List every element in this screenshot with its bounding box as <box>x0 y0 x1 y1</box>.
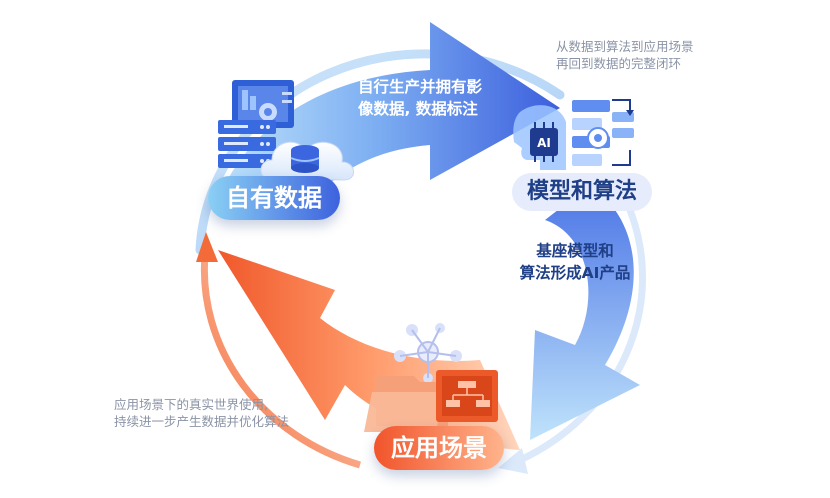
arrow-right <box>530 185 640 440</box>
arrow-top-text-line1: 自行生产并拥有影 <box>358 78 483 96</box>
thin-ring-right-head <box>498 448 528 474</box>
annotation-bottom-left-line2: 持续进一步产生数据并优化算法 <box>114 414 290 429</box>
node-own-data: 自有数据 <box>208 176 340 220</box>
annotation-top-right: 从数据到算法到应用场景 再回到数据的完整闭环 <box>556 38 694 72</box>
arrow-right-text-line1: 基座模型和 <box>536 242 614 260</box>
server-cloud-icon <box>218 80 354 181</box>
scene-network-icon <box>394 323 462 383</box>
arrow-top-text-line2: 像数据, 数据标注 <box>358 100 478 118</box>
arrow-top-text: 自行生产并拥有影 像数据, 数据标注 <box>358 76 482 120</box>
ai-model-icon: AI <box>513 99 634 170</box>
ai-chip-label: AI <box>537 136 551 150</box>
thin-ring-left <box>200 254 361 469</box>
annotation-top-right-line1: 从数据到算法到应用场景 <box>556 39 694 54</box>
thin-ring-right <box>518 208 647 464</box>
annotation-bottom-left-line1: 应用场景下的真实世界使用, <box>114 397 268 412</box>
thin-ring-left-head <box>196 232 218 262</box>
arrow-right-text: 基座模型和 算法形成AI产品 <box>505 240 645 284</box>
annotation-top-right-line2: 再回到数据的完整闭环 <box>556 56 682 71</box>
node-models: 模型和算法 <box>512 173 652 211</box>
node-scenarios: 应用场景 <box>374 426 504 470</box>
arrow-right-text-line2: 算法形成AI产品 <box>519 264 631 282</box>
annotation-bottom-left: 应用场景下的真实世界使用, 持续进一步产生数据并优化算法 <box>114 396 289 430</box>
scene-folder-icon <box>364 370 498 432</box>
